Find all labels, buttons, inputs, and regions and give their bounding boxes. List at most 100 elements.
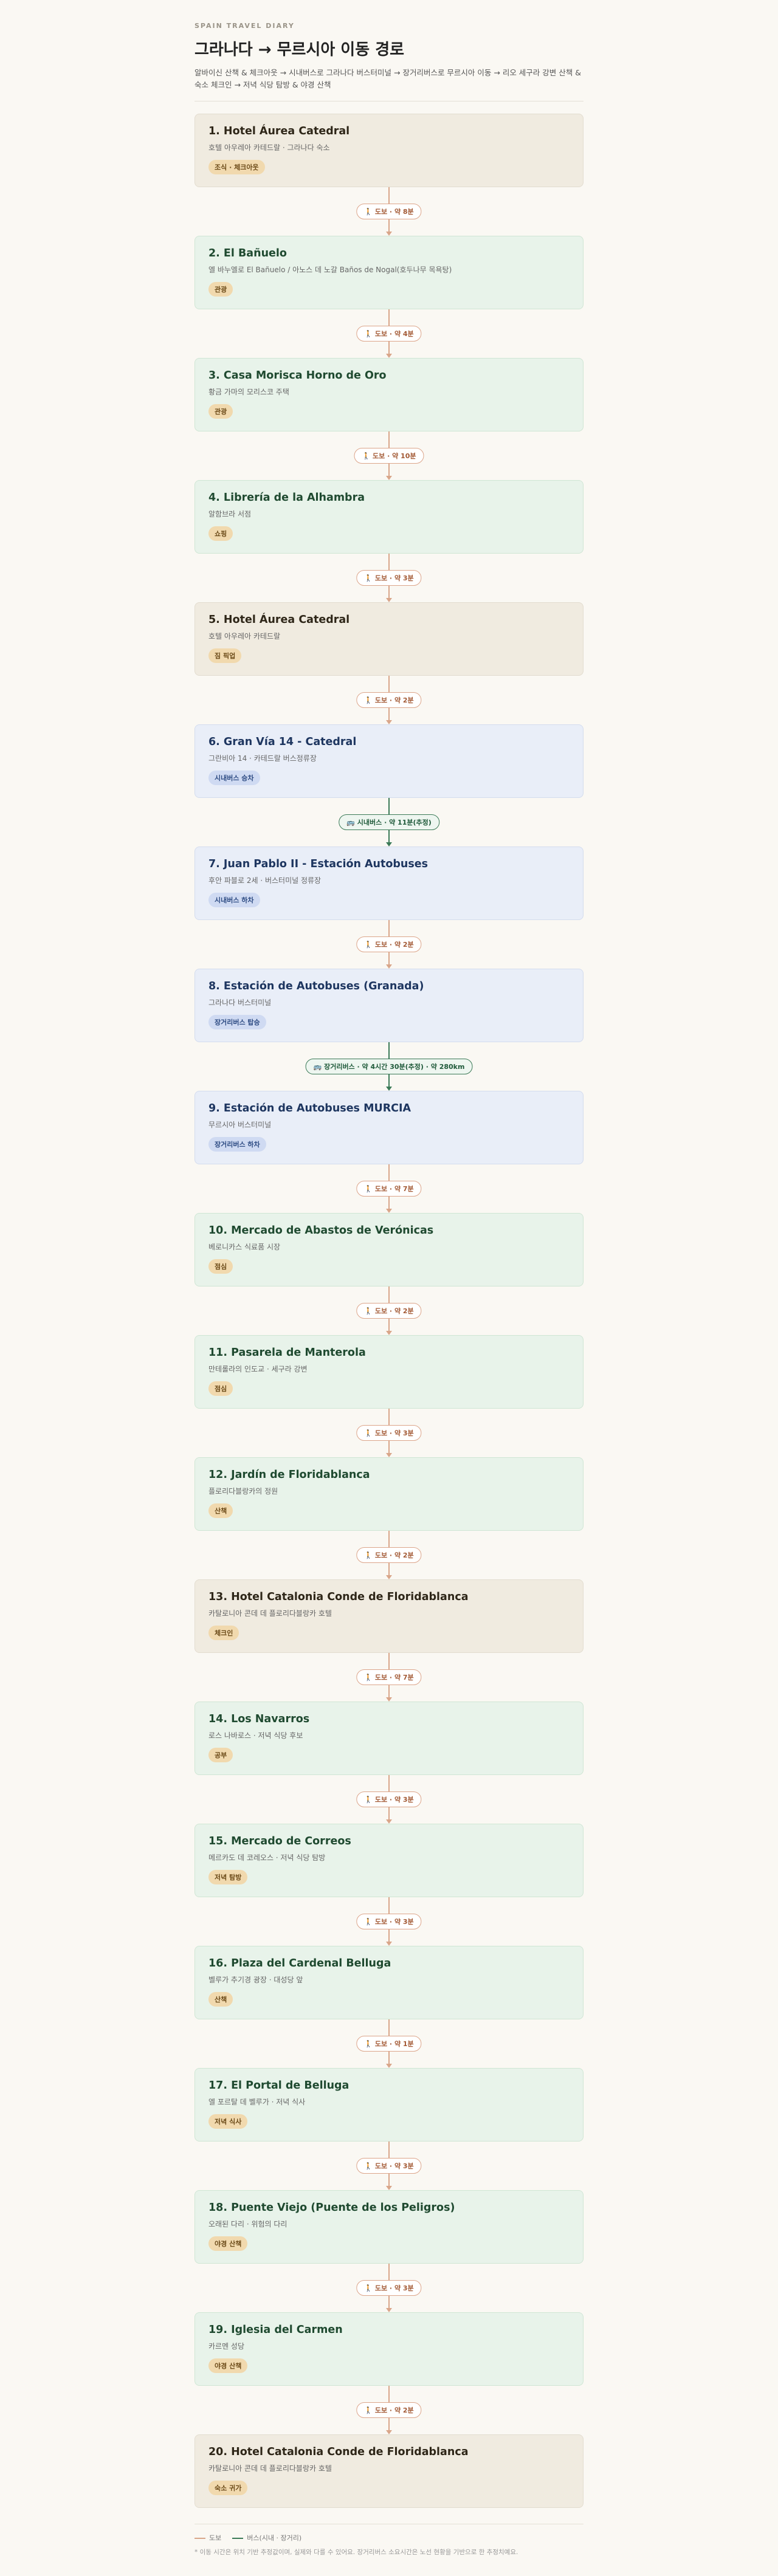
stop-subtitle: 메르카도 데 코레오스 · 저녁 식당 탐방 (208, 1853, 326, 1862)
stop-badge: 쇼핑 (208, 526, 233, 541)
arrow-down-icon (386, 2186, 392, 2190)
page-container: SPAIN TRAVEL DIARY 그라나다 → 무르시아 이동 경로 알바이… (194, 0, 584, 2575)
travel-time-pill: 🚶 도보 · 약 3분 (356, 1791, 422, 1807)
stop-badge: 시내버스 하차 (208, 893, 260, 907)
route-timeline: 1. Hotel Áurea Catedral 호텔 아우레아 카테드랄 · 그라… (194, 114, 584, 2508)
stop-subtitle: 엘 포르탈 데 벨루가 · 저녁 식사 (208, 2098, 306, 2106)
walk-connector: 🚶 도보 · 약 3분 (194, 1409, 584, 1457)
walk-connector: 🚶 도보 · 약 2분 (194, 920, 584, 969)
stop-badge: 산책 (208, 1992, 233, 2007)
walk-connector: 🚶 도보 · 약 3분 (194, 2142, 584, 2190)
travel-time-pill: 🚶 도보 · 약 3분 (356, 570, 422, 586)
stop-badge: 점심 (208, 1381, 233, 1396)
stop-subtitle: 호텔 아우레아 카테드랄 · 그라나다 숙소 (208, 143, 330, 152)
arrow-down-icon (386, 2064, 392, 2068)
legend-walk-label: 도보 (209, 2534, 222, 2542)
arrow-down-icon (386, 232, 392, 236)
travel-time-pill: 🚶 도보 · 약 1분 (356, 2036, 422, 2052)
arrow-down-icon (386, 1087, 392, 1091)
stop-badge: 관광 (208, 404, 233, 419)
arrow-down-icon (386, 964, 392, 969)
travel-time-pill: 🚶 도보 · 약 3분 (356, 1425, 422, 1441)
stop-title: 18. Puente Viejo (Puente de los Peligros… (208, 2202, 455, 2214)
stop-card: 2. El Bañuelo 엘 바누엘로 El Bañuelo / 아노스 데 노… (194, 236, 584, 309)
stop-title: 6. Gran Vía 14 - Catedral (208, 736, 357, 748)
walk-connector: 🚶 도보 · 약 7분 (194, 1164, 584, 1213)
arrow-down-icon (386, 1575, 392, 1579)
stop-card: 13. Hotel Catalonia Conde de Floridablan… (194, 1579, 584, 1653)
stop-badge: 저녁 탐방 (208, 1870, 248, 1884)
stop-card: 18. Puente Viejo (Puente de los Peligros… (194, 2190, 584, 2264)
arrow-down-icon (386, 354, 392, 358)
stop-subtitle: 엘 바누엘로 El Bañuelo / 아노스 데 노갈 Baños de No… (208, 266, 452, 274)
stop-subtitle: 로스 나바로스 · 저녁 식당 후보 (208, 1731, 303, 1740)
travel-time-pill: 🚶 도보 · 약 7분 (356, 1181, 422, 1197)
travel-time-pill: 🚌 시내버스 · 약 11분(추정) (339, 814, 439, 830)
stop-title: 5. Hotel Áurea Catedral (208, 614, 350, 626)
walk-connector: 🚶 도보 · 약 1분 (194, 2019, 584, 2068)
stop-subtitle: 카탈로니아 콘데 데 플로리다블랑카 호텔 (208, 1609, 332, 1618)
arrow-down-icon (386, 1453, 392, 1457)
stop-card: 16. Plaza del Cardenal Belluga 벨루가 추기경 광장… (194, 1946, 584, 2019)
arrow-down-icon (386, 2308, 392, 2312)
stop-badge: 체크인 (208, 1626, 239, 1640)
walk-connector: 🚶 도보 · 약 10분 (194, 431, 584, 480)
stop-title: 15. Mercado de Correos (208, 1835, 351, 1847)
stop-subtitle: 알함브라 서점 (208, 510, 252, 518)
stop-badge: 야경 산책 (208, 2358, 248, 2373)
travel-time-pill: 🚶 도보 · 약 3분 (356, 1914, 422, 1929)
travel-time-pill: 🚶 도보 · 약 2분 (356, 2402, 422, 2418)
arrow-down-icon (386, 1942, 392, 1946)
stop-subtitle: 벨루가 추기경 광장 · 대성당 앞 (208, 1976, 303, 1984)
stop-subtitle: 카르멘 성당 (208, 2342, 245, 2351)
stop-subtitle: 황금 가마의 모리스코 주택 (208, 388, 289, 396)
stop-card: 15. Mercado de Correos 메르카도 데 코레오스 · 저녁 식… (194, 1824, 584, 1897)
stop-title: 2. El Bañuelo (208, 247, 287, 259)
stop-badge: 야경 산책 (208, 2236, 248, 2251)
stop-card: 17. El Portal de Belluga 엘 포르탈 데 벨루가 · 저녁… (194, 2068, 584, 2142)
travel-time-pill: 🚶 도보 · 약 4분 (356, 326, 422, 342)
stop-title: 16. Plaza del Cardenal Belluga (208, 1957, 391, 1970)
stop-card: 7. Juan Pablo II - Estación Autobuses 후안 … (194, 847, 584, 920)
travel-time-pill: 🚶 도보 · 약 7분 (356, 1669, 422, 1685)
stop-title: 10. Mercado de Abastos de Verónicas (208, 1224, 434, 1237)
stop-title: 19. Iglesia del Carmen (208, 2324, 343, 2336)
travel-time-pill: 🚶 도보 · 약 3분 (356, 2158, 422, 2174)
footnote: * 이동 시간은 위치 기반 추정값이며, 실제와 다를 수 있어요. 장거리버… (194, 2549, 518, 2556)
travel-time-pill: 🚶 도보 · 약 2분 (356, 692, 422, 708)
stop-badge: 공부 (208, 1748, 233, 1762)
walk-swatch (194, 2538, 205, 2539)
arrow-down-icon (386, 2430, 392, 2434)
walk-connector: 🚶 도보 · 약 3분 (194, 1897, 584, 1946)
walk-connector: 🚶 도보 · 약 2분 (194, 1286, 584, 1335)
stop-badge: 장거리버스 하차 (208, 1137, 266, 1152)
eyebrow-label: SPAIN TRAVEL DIARY (194, 22, 295, 30)
stop-title: 12. Jardín de Floridablanca (208, 1469, 370, 1481)
walk-connector: 🚶 도보 · 약 2분 (194, 676, 584, 724)
walk-connector: 🚶 도보 · 약 3분 (194, 554, 584, 602)
stop-title: 3. Casa Morisca Horno de Oro (208, 369, 387, 382)
arrow-down-icon (386, 1209, 392, 1213)
travel-time-pill: 🚌 장거리버스 · 약 4시간 30분(추정) · 약 280km (305, 1059, 473, 1074)
stop-title: 1. Hotel Áurea Catedral (208, 125, 350, 137)
stop-subtitle: 오래된 다리 · 위험의 다리 (208, 2220, 287, 2228)
stop-title: 9. Estación de Autobuses MURCIA (208, 1102, 411, 1115)
stop-subtitle: 그란비아 14 · 카테드랄 버스정류장 (208, 754, 317, 763)
stop-badge: 시내버스 승차 (208, 771, 260, 785)
stop-subtitle: 후안 파블로 2세 · 버스터미널 정류장 (208, 876, 322, 885)
stop-title: 7. Juan Pablo II - Estación Autobuses (208, 858, 429, 870)
stop-badge: 조식 · 체크아웃 (208, 160, 265, 174)
travel-time-pill: 🚶 도보 · 약 10분 (354, 448, 424, 464)
stop-title: 17. El Portal de Belluga (208, 2080, 349, 2092)
page-title: 그라나다 → 무르시아 이동 경로 (194, 41, 405, 59)
walk-connector: 🚶 도보 · 약 2분 (194, 1531, 584, 1579)
stop-subtitle: 카탈로니아 콘데 데 플로리다블랑카 호텔 (208, 2464, 332, 2473)
stop-title: 14. Los Navarros (208, 1713, 310, 1725)
stop-badge: 산책 (208, 1503, 233, 1518)
